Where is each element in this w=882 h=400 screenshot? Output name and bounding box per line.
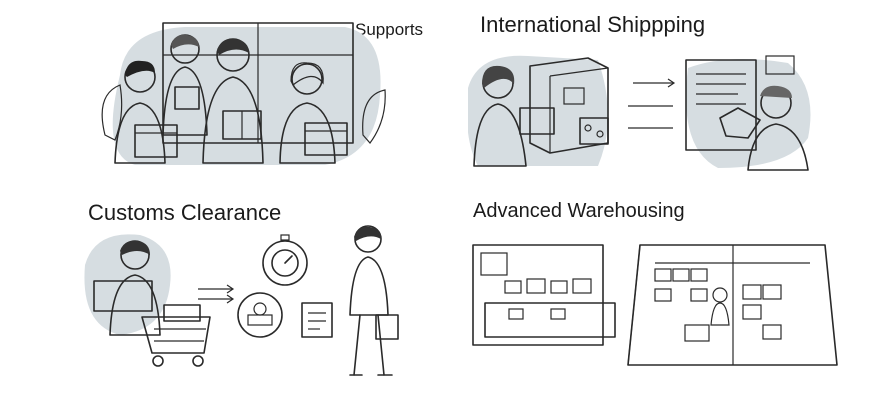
person-woman-left xyxy=(114,60,166,164)
international-shipping-illustration xyxy=(468,55,811,171)
advanced-warehousing-illustration xyxy=(472,244,838,366)
international-shipping-title: International Shippping xyxy=(480,12,706,37)
customs-clearance-title: Customs Clearance xyxy=(88,200,282,225)
person-woman-shipper xyxy=(473,65,527,167)
package-box-icon xyxy=(134,86,348,158)
person-woman-right xyxy=(279,62,336,164)
person-warehouse-worker xyxy=(710,287,730,326)
arrows-icon xyxy=(198,284,235,304)
person-customs-officer xyxy=(719,55,809,171)
arrows-icon xyxy=(628,78,676,129)
document-icon xyxy=(685,59,757,151)
shopping-cart-icon xyxy=(141,304,211,367)
advanced-warehousing-title: Advanced Warehousing xyxy=(473,200,685,222)
shipping-crate-icon xyxy=(529,57,609,154)
person-man-with-bag xyxy=(349,225,399,376)
supports-illustration xyxy=(101,22,386,165)
document-icon xyxy=(301,302,333,338)
warehouse-counter xyxy=(472,244,616,346)
shelf-boxes xyxy=(654,268,782,342)
customs-clearance-illustration xyxy=(84,225,399,376)
stopwatch-icon xyxy=(262,234,308,286)
person-man-with-box xyxy=(93,240,161,336)
stamp-icon xyxy=(237,292,283,338)
package-box-icon xyxy=(519,107,555,135)
warehouse-interior xyxy=(627,244,838,366)
person-man-back xyxy=(162,34,208,136)
supports-title: Supports xyxy=(355,20,424,39)
